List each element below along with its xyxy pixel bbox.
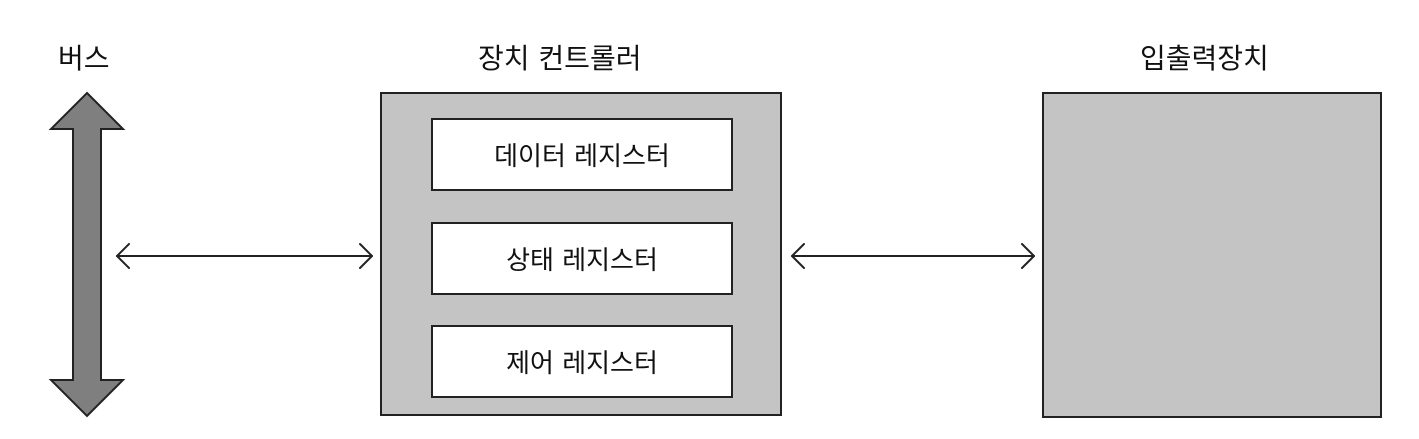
control-register-label: 제어 레지스터 bbox=[506, 349, 658, 379]
controller-io-arrow bbox=[791, 243, 1035, 269]
bus-controller-arrow bbox=[116, 243, 373, 269]
data-register-box: 데이터 레지스터 bbox=[431, 118, 733, 191]
bus-arrow bbox=[48, 91, 126, 418]
status-register-box: 상태 레지스터 bbox=[431, 222, 733, 295]
io-device-title: 입출력장치 bbox=[1140, 42, 1269, 75]
controller-title: 장치 컨트롤러 bbox=[478, 42, 642, 75]
io-device-box bbox=[1042, 92, 1382, 418]
bus-label: 버스 bbox=[58, 42, 110, 75]
device-controller-box: 데이터 레지스터 상태 레지스터 제어 레지스터 bbox=[380, 92, 782, 416]
data-register-label: 데이터 레지스터 bbox=[494, 142, 670, 172]
control-register-box: 제어 레지스터 bbox=[431, 325, 733, 398]
status-register-label: 상태 레지스터 bbox=[506, 246, 658, 276]
